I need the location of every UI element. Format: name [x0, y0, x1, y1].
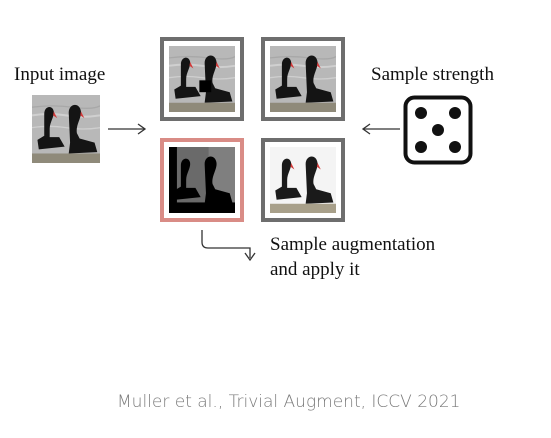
sample-augmentation-label: Sample augmentation — [270, 234, 436, 255]
apply-it-label: and apply it — [270, 259, 360, 280]
citation-caption: Muller et al., Trivial Augment, ICCV 202… — [117, 392, 461, 412]
augmented-image-original — [261, 37, 345, 121]
input-image — [32, 95, 100, 163]
input-image-label: Input image — [14, 64, 106, 85]
curved-arrow-icon — [201, 230, 256, 262]
arrow-right-icon — [108, 123, 147, 135]
augmented-image-brightness — [261, 138, 345, 222]
arrow-left-icon — [361, 123, 400, 135]
augmented-image-posterize-selected — [160, 138, 244, 222]
augmented-image-cutout — [160, 37, 244, 121]
sample-strength-label: Sample strength — [371, 64, 494, 85]
dice-five-icon — [403, 95, 473, 165]
